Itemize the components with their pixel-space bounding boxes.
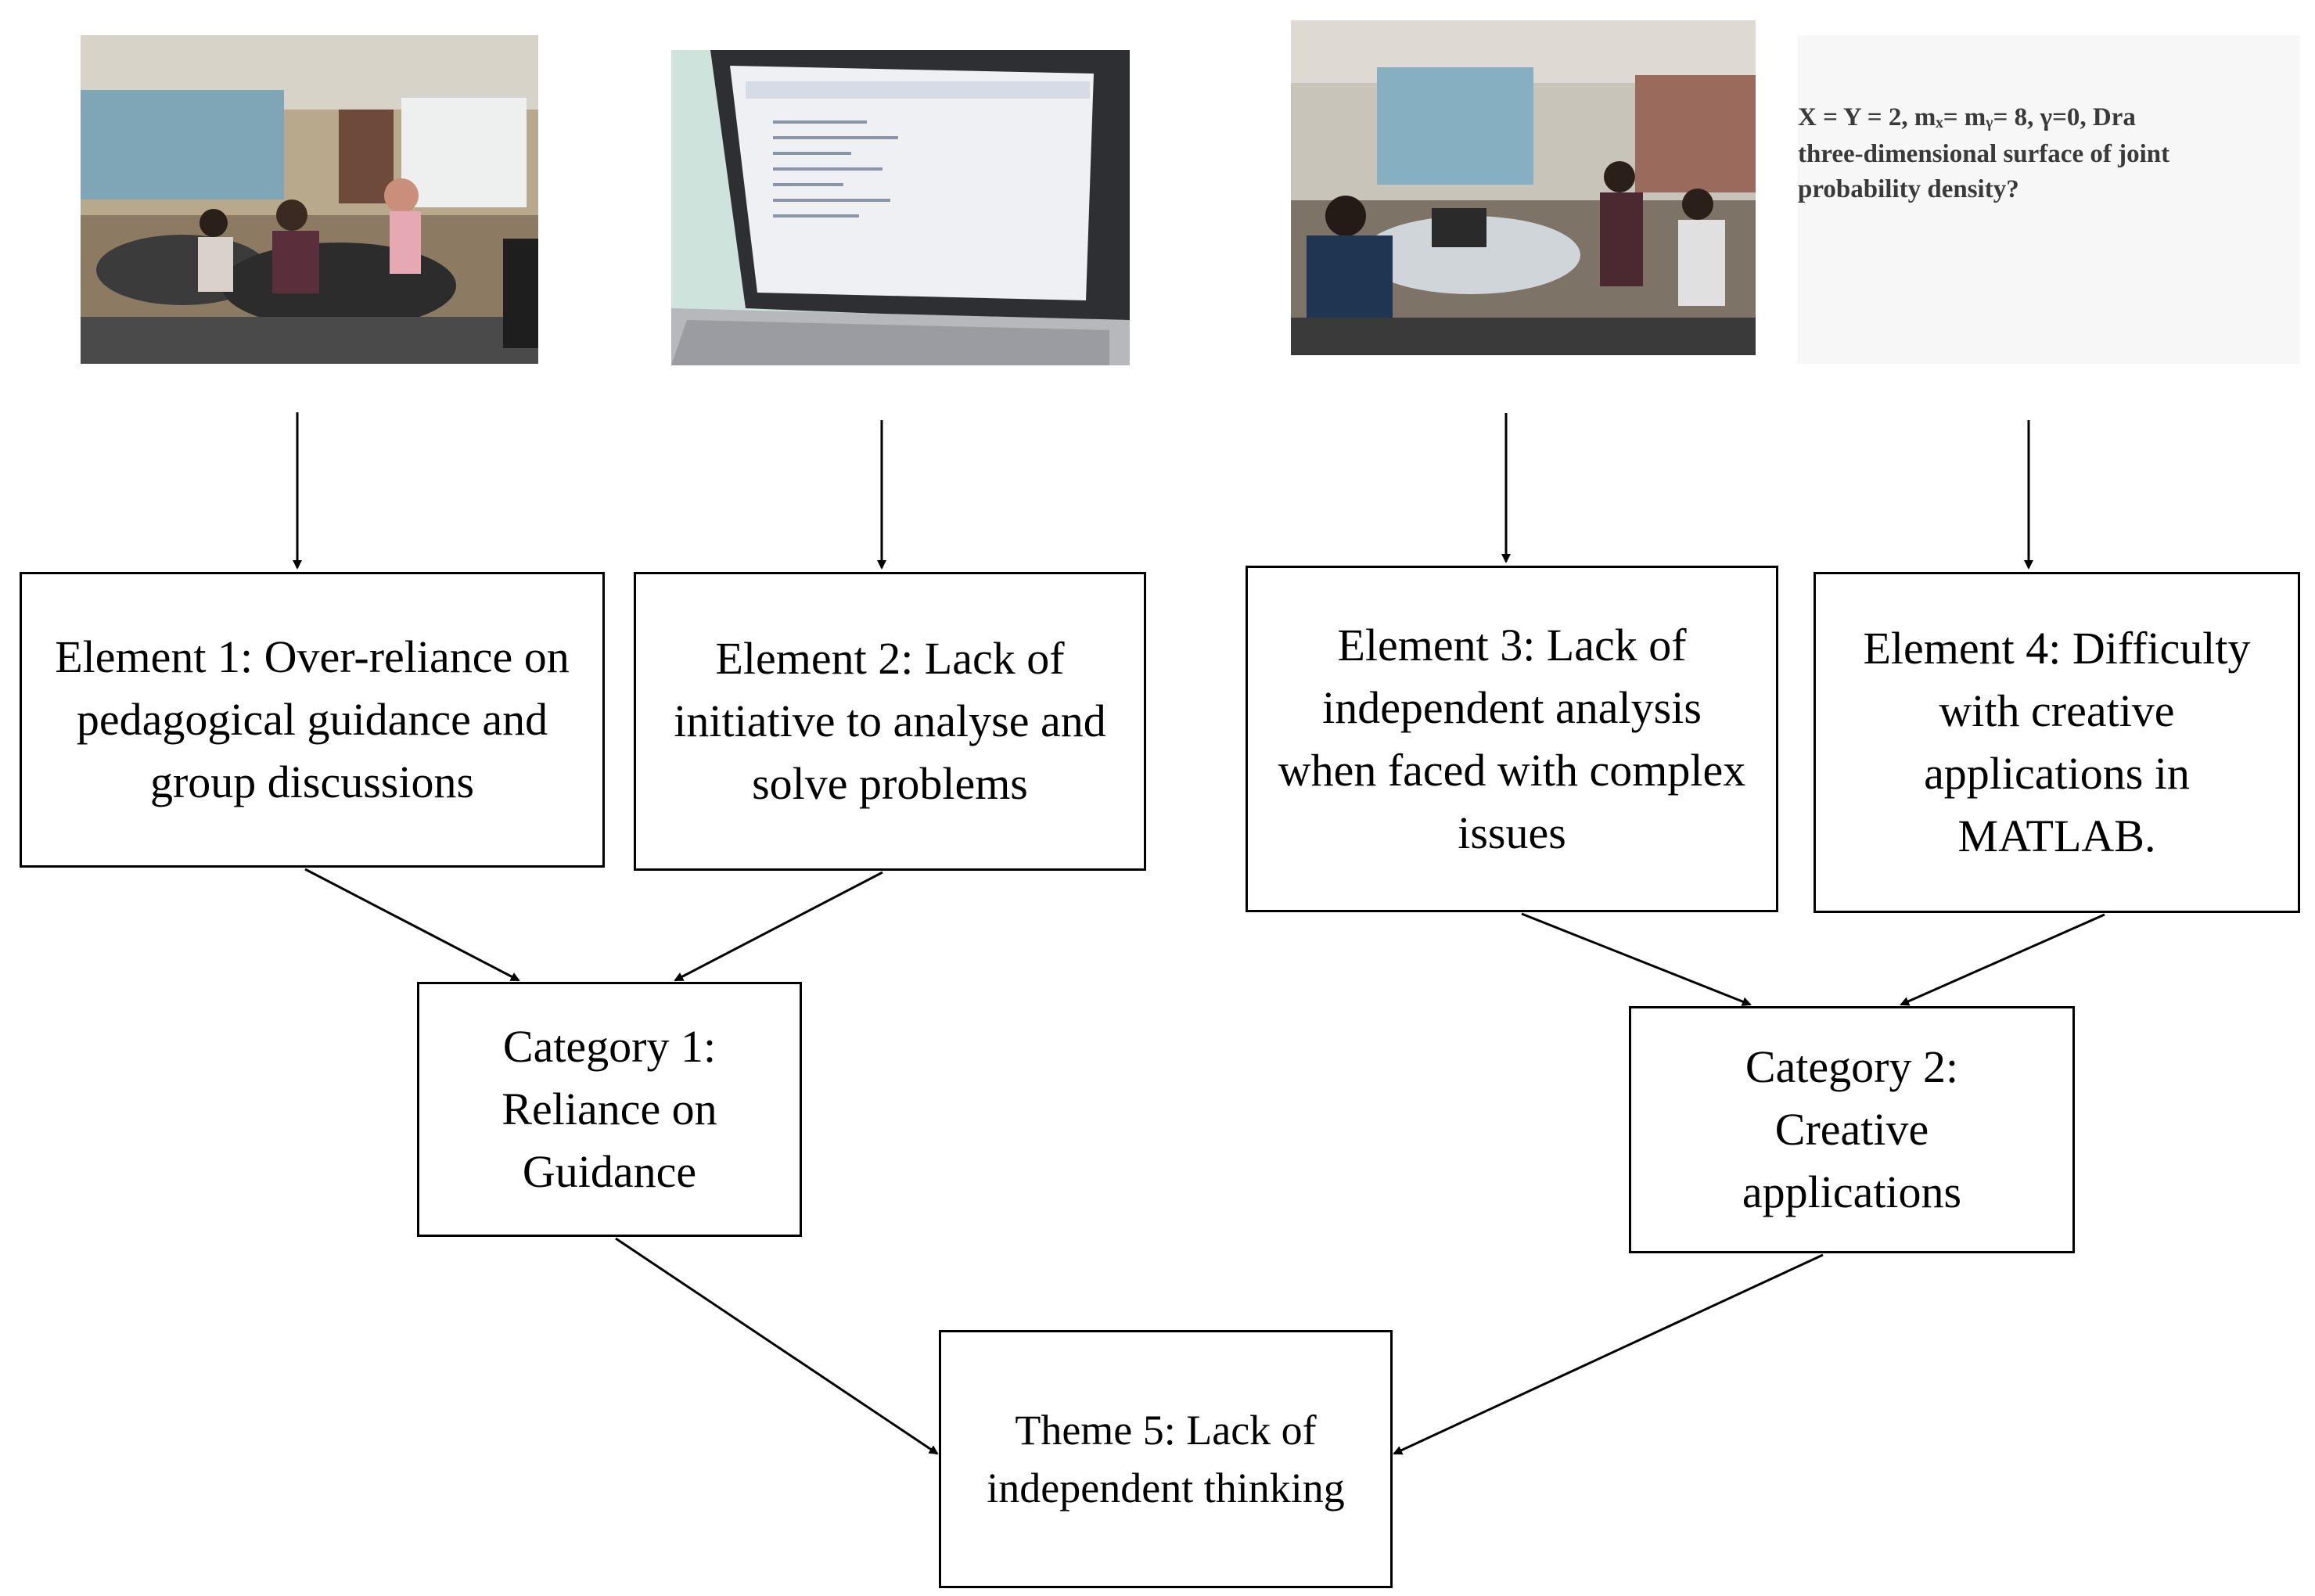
element-3-label: Element 3: Lack of independent analysis …: [1278, 619, 1746, 858]
theme-5-label: Theme 5: Lack of independent thinking: [987, 1407, 1345, 1512]
category-2-box: Category 2: Creative applications: [1629, 1006, 2075, 1253]
question-line-2: three-dimensional surface of joint: [1798, 140, 2170, 168]
arrow-element1-to-category1: [304, 868, 520, 982]
category-1-box: Category 1: Reliance on Guidance: [417, 982, 802, 1237]
arrow-category1-to-theme: [615, 1237, 939, 1455]
arrow-element4-to-category2: [1900, 913, 2105, 1006]
arrow-category2-to-theme: [1393, 1253, 1824, 1455]
question-line-1: X = Y = 2, mₓ= mᵧ= 8, γ=0, Dra: [1798, 103, 2136, 131]
students-working-photo: [1291, 20, 1756, 355]
element-1-box: Element 1: Over-reliance on pedagogical …: [20, 572, 605, 868]
category-1-label: Category 1: Reliance on Guidance: [501, 1021, 717, 1197]
arrow-element2-to-category1: [674, 871, 883, 982]
category-2-label: Category 2: Creative applications: [1742, 1041, 1962, 1217]
element-2-label: Element 2: Lack of initiative to analyse…: [674, 633, 1106, 809]
element-1-label: Element 1: Over-reliance on pedagogical …: [55, 631, 570, 807]
element-2-box: Element 2: Lack of initiative to analyse…: [634, 572, 1146, 871]
element-3-box: Element 3: Lack of independent analysis …: [1246, 566, 1778, 912]
classroom-discussion-photo: [81, 35, 538, 364]
question-line-3: probability density?: [1798, 175, 2019, 203]
theme-5-box: Theme 5: Lack of independent thinking: [939, 1330, 1393, 1588]
laptop-code-photo: [671, 50, 1130, 365]
probability-question-image: X = Y = 2, mₓ= mᵧ= 8, γ=0, Dra three-dim…: [1798, 35, 2300, 364]
arrow-element3-to-category2: [1521, 912, 1752, 1006]
element-4-box: Element 4: Difficulty with creative appl…: [1814, 572, 2300, 913]
element-4-label: Element 4: Difficulty with creative appl…: [1863, 623, 2251, 861]
